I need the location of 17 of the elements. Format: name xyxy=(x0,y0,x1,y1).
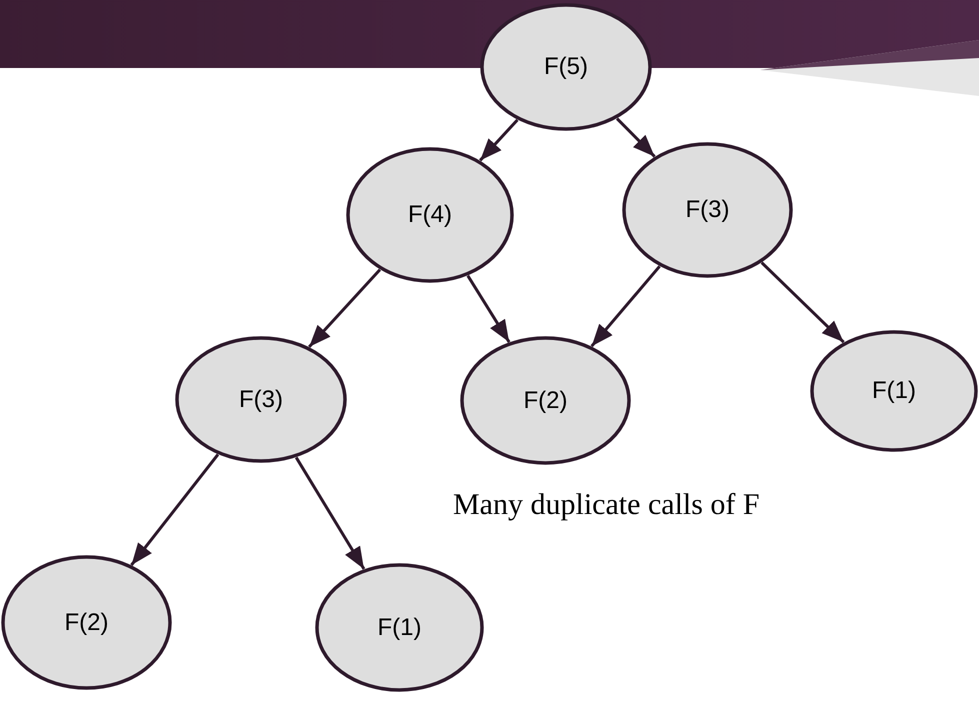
node-label: F(3) xyxy=(686,196,730,224)
arrow xyxy=(308,268,382,348)
node-label: F(4) xyxy=(408,201,452,229)
arrow xyxy=(590,265,661,348)
arrow xyxy=(616,117,656,158)
arrow xyxy=(760,262,845,344)
node-label: F(3) xyxy=(239,386,283,414)
node-label: F(2) xyxy=(524,386,568,414)
arrow xyxy=(466,274,510,343)
node-label: F(1) xyxy=(872,377,916,405)
arrow xyxy=(479,118,519,162)
node-label: F(5) xyxy=(544,53,588,81)
arrow xyxy=(294,456,366,570)
node-label: F(1) xyxy=(378,614,422,642)
node-label: F(2) xyxy=(64,608,108,636)
arrow xyxy=(130,454,220,566)
note-text: Many duplicate calls of F xyxy=(453,488,760,522)
